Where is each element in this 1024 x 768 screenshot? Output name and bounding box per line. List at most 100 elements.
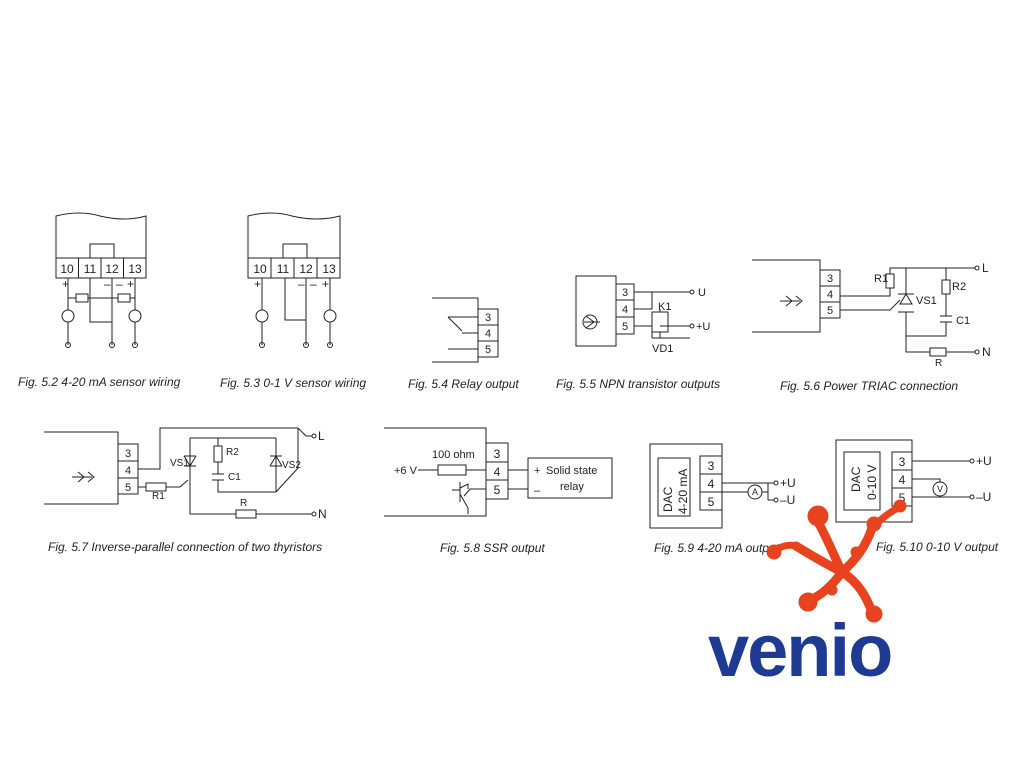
terminal-3: 3: [485, 312, 491, 324]
terminal-11: 11: [84, 262, 97, 276]
sign: +: [322, 277, 329, 291]
figure-5-9: DAC 4-20 mA 3 4 5 A +U –U Fig. 5.9 4-20 …: [649, 443, 796, 555]
terminal-3: 3: [899, 455, 906, 469]
terminal-3: 3: [622, 287, 628, 299]
figure-caption: Fig. 5.10 0-10 V output: [876, 540, 999, 554]
terminal-13: 13: [322, 262, 336, 276]
sign: +: [62, 277, 69, 291]
label-plus-u: +U: [696, 321, 710, 333]
terminal-4: 4: [899, 473, 906, 487]
sensor-icon: [128, 309, 142, 323]
relay-contact-icon: [447, 316, 478, 350]
label-plus-u: +U: [976, 454, 992, 468]
terminal-11: 11: [277, 262, 290, 276]
terminal-4: 4: [485, 328, 491, 340]
label-r1: R1: [874, 273, 888, 285]
label-r2: R2: [952, 281, 966, 293]
label-r2: R2: [226, 447, 239, 458]
ssr-box: [527, 457, 613, 499]
dac-label: DAC: [849, 466, 863, 492]
label-u: U: [698, 287, 706, 299]
label-rl: R: [240, 498, 247, 509]
label-n: N: [982, 345, 991, 359]
terminal-4: 4: [494, 465, 501, 479]
figure-caption: Fig. 5.9 4-20 mA output: [654, 541, 780, 555]
sign: +: [254, 277, 261, 291]
sign: +: [127, 277, 134, 291]
dac-range: 0-10 V: [865, 465, 879, 500]
sensor-icon: [61, 309, 75, 323]
label-minus-u: –U: [780, 493, 795, 507]
optocoupler-icon: [780, 295, 803, 307]
terminal-5: 5: [125, 482, 131, 494]
figure-5-10: DAC 0-10 V 3 4 5 V +U –U Fig. 5.10 0-10 …: [835, 439, 999, 554]
terminal-12: 12: [299, 262, 313, 276]
terminal-13: 13: [128, 262, 142, 276]
terminal-10: 10: [60, 262, 74, 276]
figure-5-7: 3 4 5 R1 R2 C1 VS1 VS2 R L N Fig. 5.7 In…: [44, 427, 327, 554]
terminal-3: 3: [708, 459, 715, 473]
label-resistor: 100 ohm: [432, 449, 475, 461]
terminal-5: 5: [827, 305, 833, 317]
terminal-3: 3: [494, 447, 501, 461]
optocoupler-icon: [72, 471, 95, 483]
terminal-5: 5: [708, 495, 715, 509]
terminal-4: 4: [827, 289, 833, 301]
label-vd1: VD1: [652, 343, 673, 355]
figure-caption: Fig. 5.3 0-1 V sensor wiring: [220, 376, 366, 390]
figure-5-4: 3 4 5 Fig. 5.4 Relay output: [408, 297, 519, 391]
label-vs1: VS1: [916, 295, 937, 307]
figure-5-8: 3 4 5 +6 V 100 ohm + – Solid state relay…: [384, 427, 613, 555]
label-vs2: VS2: [282, 460, 301, 471]
terminal-5: 5: [622, 321, 628, 333]
ssr-plus: +: [534, 465, 540, 477]
label-rl: R: [935, 358, 942, 369]
venio-wordmark: venio: [708, 609, 891, 692]
terminal-4: 4: [622, 304, 628, 316]
terminal-4: 4: [125, 465, 131, 477]
meter-label: A: [752, 487, 758, 497]
figure-caption: Fig. 5.8 SSR output: [440, 541, 545, 555]
figure-5-5: 3 4 5 K1 VD1 U +U Fig. 5.5 NPN transisto…: [556, 275, 720, 391]
dac-range: 4-20 mA: [676, 469, 690, 514]
thyristor-icon: [183, 455, 197, 467]
sign: –: [104, 277, 111, 291]
figure-5-3: 10 11 12 13 + – – + Fig. 5.3 0-1 V senso…: [220, 212, 366, 390]
figure-caption: Fig. 5.6 Power TRIAC connection: [780, 379, 958, 393]
terminal-10: 10: [253, 262, 267, 276]
triac-icon: [898, 293, 914, 313]
sensor-icon: [255, 309, 269, 323]
label-c1: C1: [228, 472, 241, 483]
figure-caption: Fig. 5.7 Inverse-parallel connection of …: [48, 540, 322, 554]
figure-caption: Fig. 5.2 4-20 mA sensor wiring: [18, 375, 181, 389]
venio-mark-icon: [766, 499, 907, 623]
meter-label: V: [937, 484, 943, 494]
thyristor-icon: [269, 455, 283, 467]
label-n: N: [318, 507, 327, 521]
terminal-4: 4: [708, 477, 715, 491]
optocoupler-icon: [584, 315, 600, 329]
label-plus-u: +U: [780, 476, 796, 490]
figure-caption: Fig. 5.4 Relay output: [408, 377, 519, 391]
ssr-minus: –: [534, 485, 541, 497]
label-l: L: [318, 429, 325, 443]
sign: –: [116, 277, 123, 291]
ssr-label-1: Solid state: [546, 465, 597, 477]
label-minus-u: –U: [976, 490, 991, 504]
terminal-3: 3: [827, 273, 833, 285]
ammeter-icon: [747, 484, 763, 500]
voltmeter-icon: [932, 481, 948, 497]
label-vs1: VS1: [170, 458, 189, 469]
terminal-5: 5: [485, 344, 491, 356]
venio-logo: venio: [708, 499, 907, 692]
figure-5-6: 3 4 5 R1 R2 C1 VS1 R L N Fig. 5.6 Power …: [752, 259, 991, 393]
label-l: L: [982, 261, 989, 275]
terminal-5: 5: [494, 483, 501, 497]
label-k1: K1: [658, 301, 671, 313]
sensor-icon: [323, 309, 337, 323]
terminal-12: 12: [105, 262, 119, 276]
terminal-5: 5: [899, 491, 906, 505]
terminal-3: 3: [125, 448, 131, 460]
dac-label: DAC: [661, 486, 675, 512]
